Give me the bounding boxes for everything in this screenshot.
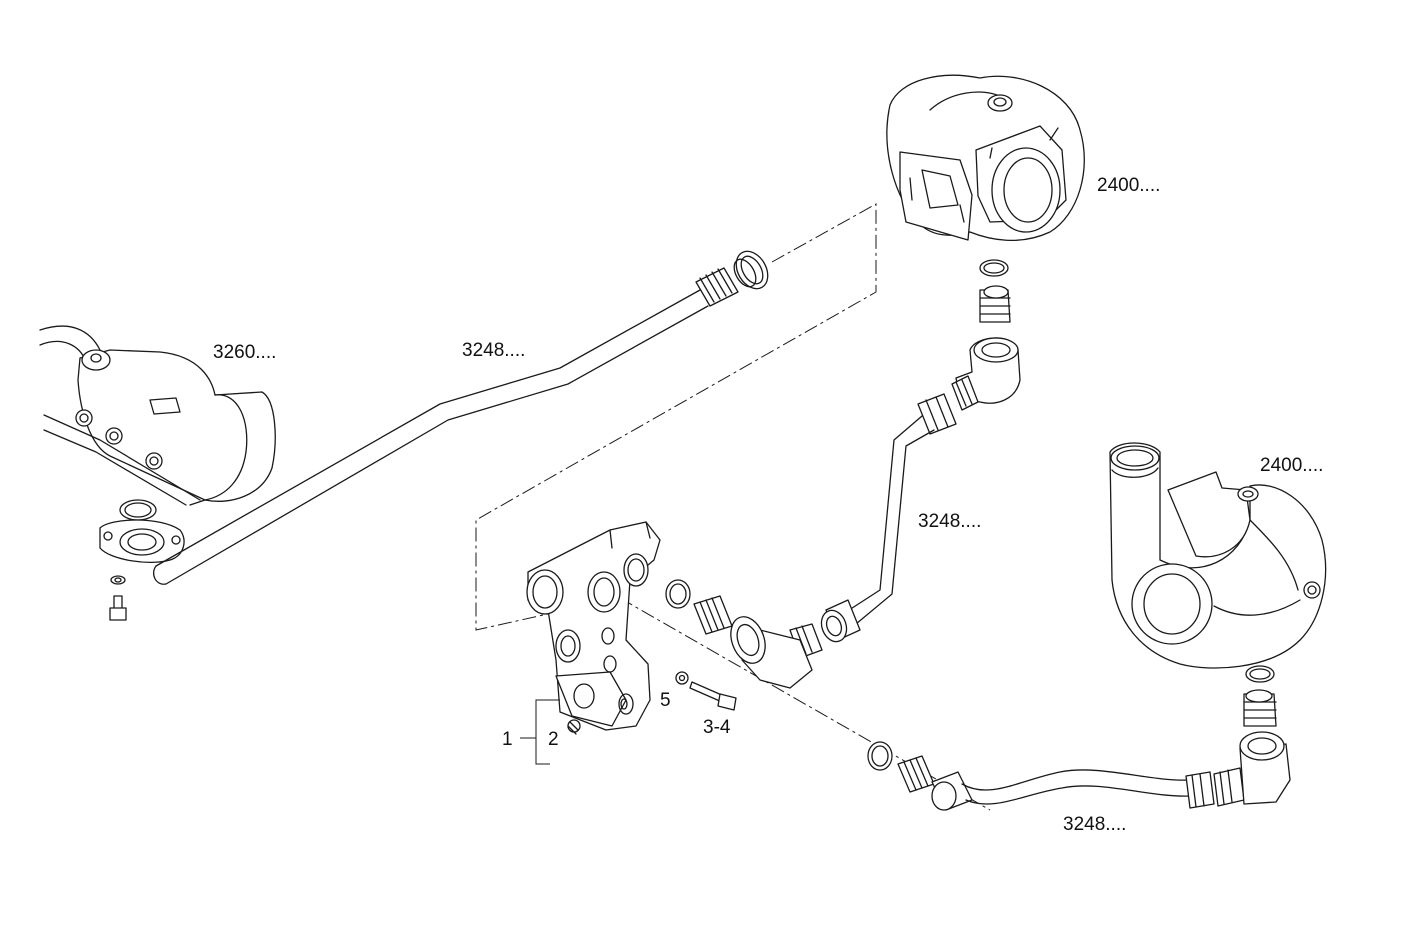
label-3248-middle: 3248....	[918, 511, 981, 532]
turbo-top-fittings	[979, 259, 1011, 323]
label-part-5: 5	[660, 690, 671, 711]
turbo-right-fittings	[1243, 665, 1277, 727]
label-part-1: 1	[502, 729, 513, 750]
small-parts	[567, 579, 737, 735]
label-3248-upper: 3248....	[462, 340, 525, 361]
label-part-2: 2	[548, 729, 559, 750]
pipe-bottom	[867, 731, 1291, 811]
label-2400-right: 2400....	[1260, 455, 1323, 476]
label-2400-top: 2400....	[1097, 175, 1160, 196]
label-3260: 3260....	[213, 342, 276, 363]
pipe-middle	[730, 337, 1021, 689]
valve-block	[526, 521, 661, 731]
turbo-top	[886, 74, 1085, 242]
label-3248-bottom: 3248....	[1063, 814, 1126, 835]
label-part-3-4: 3-4	[703, 717, 731, 738]
flange-assembly	[99, 499, 185, 621]
bracket-housing	[39, 325, 276, 506]
pipe-upper	[152, 250, 769, 585]
turbo-right	[1109, 442, 1327, 669]
callout-bracket	[520, 699, 560, 765]
